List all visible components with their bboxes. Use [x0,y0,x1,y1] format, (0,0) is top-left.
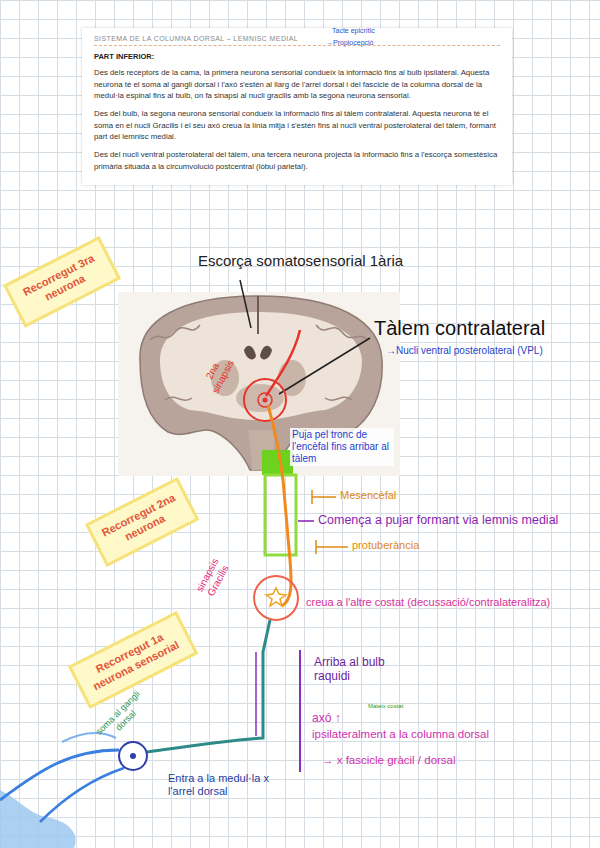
annotation: Mateix costat [368,703,408,710]
synapse-label: sinapsis Gracilis [191,550,236,605]
lateral-ventricles [244,346,272,360]
gracilis-ring [254,576,298,620]
pathway-note: Comença a pujar formant via lemnis media… [318,513,590,528]
paragraph: Des del nucli ventral posterolateral del… [94,149,500,172]
bulb-bracket [299,650,301,772]
brain-photo-ground [118,292,400,476]
structure-label: Tàlem contralateral [374,316,589,340]
synapse-dot [263,398,268,403]
leader-line [240,280,251,328]
pathway-note: → x fascicle gràcil / dorsal [322,754,552,768]
structure-label: Mesencèfal [340,489,440,502]
leader-line [279,338,370,394]
pathway-note: Entra a la medul·la x l'arrel dorsal [168,772,293,798]
structure-label: →Nucli ventral posterolateral (VPL) [386,345,591,357]
pathway-note: ipsilateralment a la columna dorsal [312,728,572,742]
third-neuron-axon [266,330,300,396]
dorsal-root [0,750,119,800]
document-panel: SISTEMA DE LA COLUMNA DORSAL – LEMNISC M… [82,28,512,185]
gracilis-soma [266,588,286,606]
midbrain-block [262,450,293,475]
pons-outline [265,475,296,555]
paragraph: Des dels receptors de la cama, la primer… [94,67,500,102]
ganglion-soma [130,753,136,759]
note-text: Recorregut 2na neurona [99,491,185,553]
sticky-note: Recorregut 2na neurona [85,477,199,567]
pathway-note: axó ↑ [312,711,362,725]
dorsal-ganglion [119,742,147,770]
bulb-bracket [255,652,257,736]
structure-label: protuberància [352,539,472,552]
pathway-note: Arriba al bulb raquidi [314,655,424,684]
dorsal-root [40,768,124,822]
pathway-note: Puja pel tronc de l'encèfal fins arribar… [290,428,394,466]
spinal-cord-patch [0,790,76,848]
pathway-note: creua a l'altre costat (decussació/contr… [306,596,594,609]
longitudinal-fissure [257,296,259,334]
leader-line [312,490,336,504]
annotation: →Propiocepció [326,39,406,47]
note-text: Recorregut 3ra neurona [17,250,106,314]
leader-line [298,520,314,522]
section-heading: PART INFERIOR: [94,52,500,61]
document-title: SISTEMA DE LA COLUMNA DORSAL – LEMNISC M… [94,35,500,46]
paragraph: Des del bulb, la segona neurona sensoria… [94,108,500,143]
thalamus-synapse-ring [244,379,286,421]
structure-label: Escorça somatosensorial 1ària [198,252,438,270]
note-text: Recorregut 1a neurona sensorial [82,625,184,695]
leader-line [316,540,348,554]
sticky-note: Recorregut 3ra neurona [3,236,121,327]
synapse-label: 2na sinapsis [197,349,239,399]
basal-ganglia [278,360,306,396]
thalamus-synapse-core [258,393,272,407]
annotation: Tacte epicrític [332,27,412,35]
